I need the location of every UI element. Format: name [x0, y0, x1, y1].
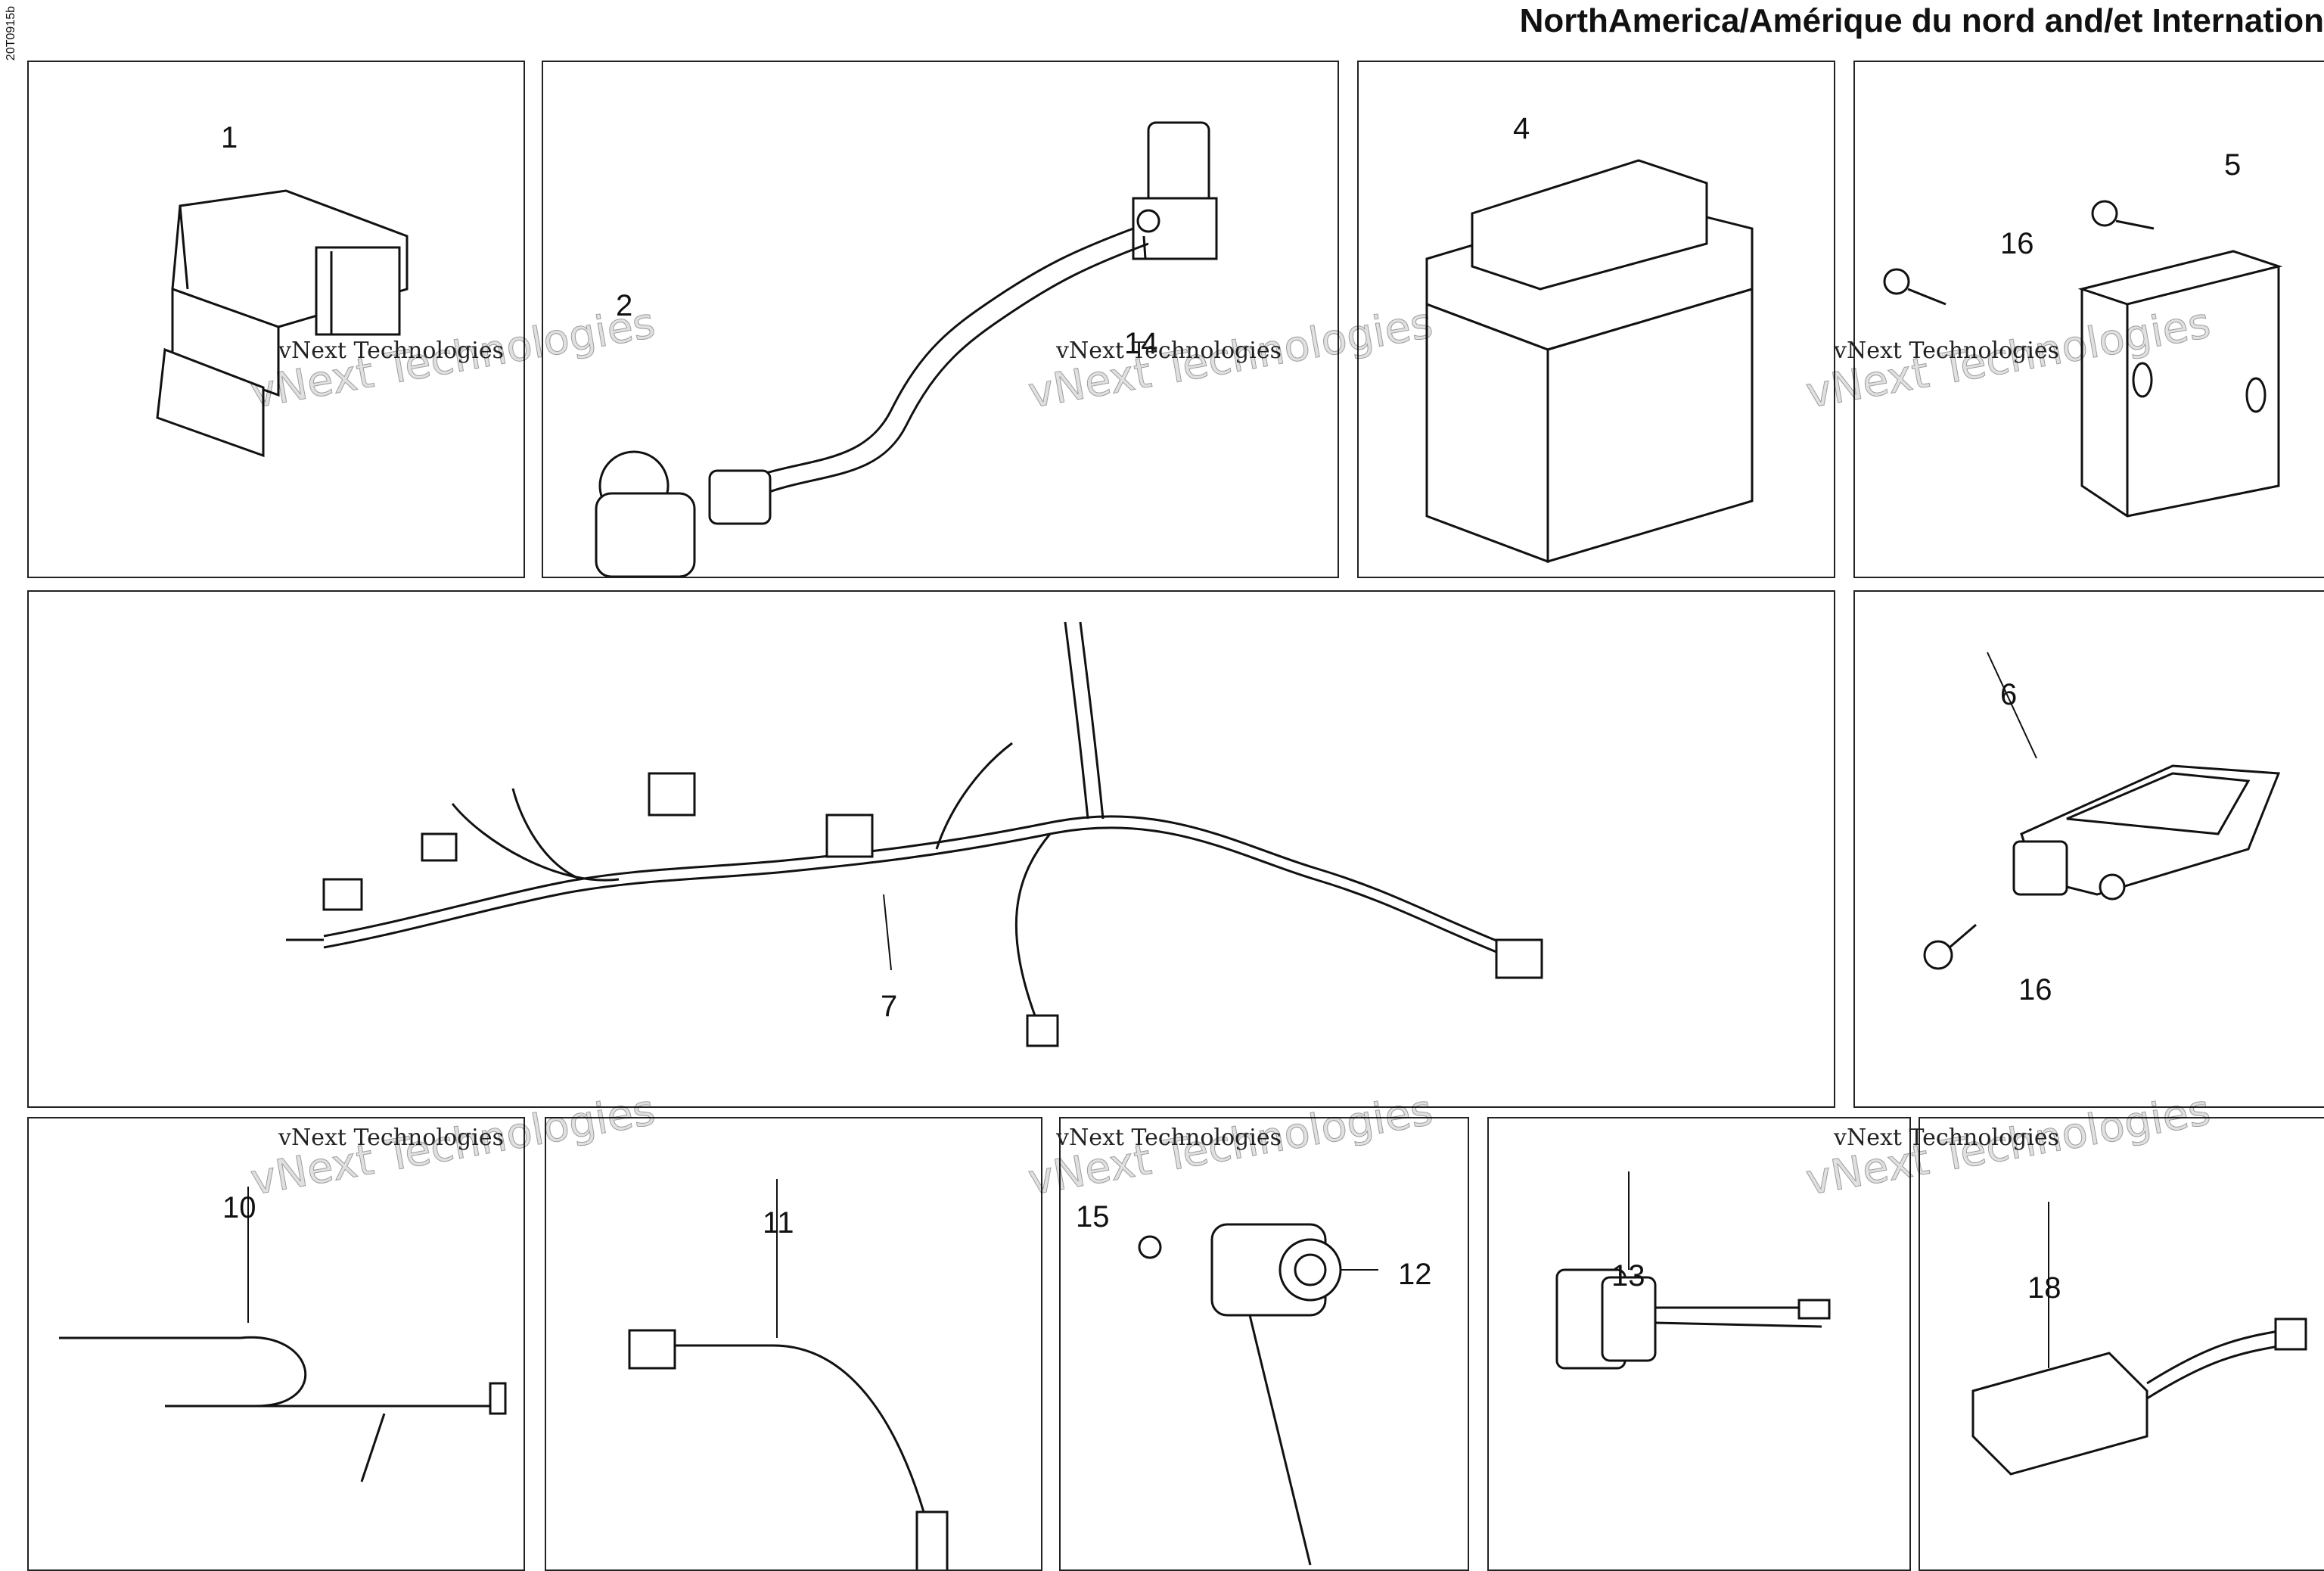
callout-15: 15 — [1076, 1200, 1110, 1233]
page-title: NorthAmerica/Amérique du nord and/et Int… — [1519, 2, 2324, 39]
callout-4: 4 — [1513, 112, 1530, 145]
panel-module-18: 18 — [1919, 1117, 2324, 1571]
drawing-code: 20T0915b — [5, 6, 17, 61]
relay-drawing — [156, 189, 409, 458]
wiring-harness-drawing — [286, 621, 1543, 1047]
module-18-drawing — [1971, 1202, 2307, 1476]
ignition-coil-drawing — [595, 121, 1218, 577]
cable-10-drawing — [59, 1187, 507, 1482]
panel-switch-13: 13 — [1487, 1117, 1911, 1571]
panel-cable-10: 10 — [27, 1117, 525, 1571]
panel-ignition-coil: 2 14 — [542, 61, 1339, 578]
callout-7: 7 — [881, 990, 898, 1023]
callout-6: 6 — [2000, 678, 2018, 711]
callout-18: 18 — [2027, 1271, 2061, 1305]
panel-wiring-harness: 7 — [27, 590, 1835, 1108]
callout-2: 2 — [616, 289, 633, 322]
panel-bracket: 6 16 — [1853, 590, 2324, 1108]
panel-battery: 4 — [1357, 61, 1835, 578]
callout-16-bottom: 16 — [2018, 973, 2052, 1006]
callout-12: 12 — [1398, 1258, 1432, 1291]
panel-relay: 1 — [27, 61, 525, 578]
panel-cable-11: 11 — [545, 1117, 1042, 1571]
panel-regulator: 5 16 — [1853, 61, 2324, 578]
cable-11-drawing — [628, 1179, 949, 1569]
callout-14: 14 — [1124, 327, 1158, 360]
regulator-drawing — [1883, 200, 2283, 518]
callout-11: 11 — [763, 1206, 794, 1240]
callout-1: 1 — [221, 121, 238, 154]
bracket-drawing — [1923, 652, 2281, 970]
callout-16-top: 16 — [2000, 227, 2034, 260]
callout-13: 13 — [1611, 1259, 1645, 1293]
panel-switch-12: 15 12 — [1059, 1117, 1469, 1571]
callout-10: 10 — [222, 1191, 256, 1224]
switch-12-drawing — [1138, 1223, 1378, 1566]
switch-13-drawing — [1555, 1171, 1831, 1370]
callout-5: 5 — [2224, 148, 2242, 182]
battery-drawing — [1425, 159, 1754, 564]
